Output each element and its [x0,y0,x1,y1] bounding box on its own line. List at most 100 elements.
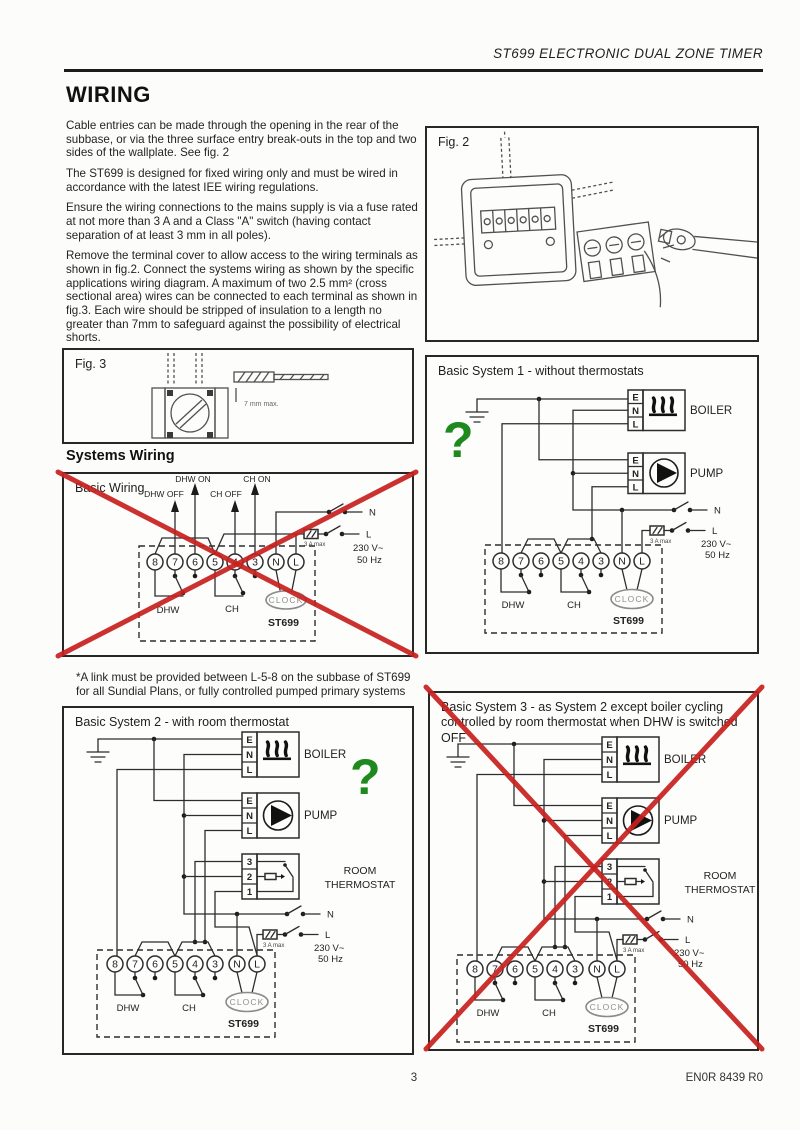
svg-text:L: L [247,765,253,776]
system3-box: Basic System 3 - as System 2 except boil… [428,691,759,1051]
svg-text:L: L [614,964,620,976]
system2-diagram: E N L BOILER E N L [86,731,396,1038]
svg-text:L: L [633,483,639,494]
pump-icon [649,458,679,488]
svg-text:7: 7 [132,959,138,971]
question-mark-icon: ? [350,749,381,805]
intro-paragraphs: Cable entries can be made through the op… [66,119,418,352]
pump-icon [622,805,654,836]
fuse-label: 3 A max [623,948,644,954]
system1-box: Basic System 1 - without thermostats ? E [425,355,759,654]
basic-wiring-box: Basic Wiring DHW OFF DHW ON CH OFF CH ON [62,472,414,657]
clock-label: CLOCK [615,594,650,604]
fuse-label: 3 A max [263,943,284,949]
terminal-row: 8 7 6 5 4 3 N L [146,553,305,571]
mains-l-label: L [325,930,330,941]
frequency-label: 50 Hz [318,954,343,965]
svg-text:N: N [632,469,639,480]
clock-label: CLOCK [590,1002,625,1012]
st699-label: ST699 [228,1018,259,1030]
wires [154,511,330,555]
ch-on-label: CH ON [243,474,270,484]
fig2-box: Fig. 2 [425,126,761,342]
mains-l-label: L [366,530,371,541]
svg-text:3: 3 [247,857,252,868]
room-label: ROOM [704,870,737,882]
svg-text:L: L [254,959,260,971]
svg-text:4: 4 [192,959,198,971]
mains-n-label: N [327,910,334,921]
st699-label: ST699 [588,1023,619,1035]
svg-text:5: 5 [172,959,178,971]
svg-text:3: 3 [607,862,612,873]
fuse-icon: 3 A max [262,929,284,949]
clock-label: CLOCK [269,595,304,605]
svg-text:3: 3 [598,556,604,568]
svg-text:8: 8 [472,964,478,976]
fuse-icon: 3 A max [649,525,671,545]
dhw-label: DHW [157,605,180,616]
clock-label: CLOCK [230,997,265,1007]
pump-label: PUMP [664,815,698,827]
voltage-label: 230 V~ [674,948,705,959]
svg-text:5: 5 [212,557,218,569]
terminal-cross-section [151,353,229,439]
dhw-ch-switches: DHW CH [154,569,258,616]
boiler-label: BOILER [664,754,706,766]
clock-badge: CLOCK ST699 [225,971,269,1030]
system3-diagram: E N L BOILER E N L [446,736,756,1043]
svg-text:L: L [247,826,253,837]
fig3-illustration: 7 mm max. [151,353,329,439]
stripped-wire-sketch: 7 mm max. [233,371,329,408]
svg-text:L: L [293,557,299,569]
wires [97,736,288,957]
ch-label: CH [542,1008,556,1019]
svg-text:6: 6 [538,556,544,568]
mains-switches: N 3 A max L 230 V~ 50 Hz [649,501,732,561]
st699-label: ST699 [268,617,299,629]
fig2-label: Fig. 2 [438,135,470,149]
st699-label: ST699 [613,615,644,627]
frequency-label: 50 Hz [357,555,382,566]
link-humps [494,946,576,962]
footer-page-number: 3 [410,1072,418,1084]
room-thermostat-unit: 3 2 1 ROOM THERMOSTAT [241,853,396,900]
thermostat-label: THERMOSTAT [685,884,756,896]
svg-text:4: 4 [552,964,558,976]
link-humps [520,538,602,554]
boiler-unit: E N L BOILER [241,731,346,778]
svg-text:N: N [618,556,626,568]
program-arrows: DHW OFF DHW ON CH OFF CH ON [144,474,271,555]
flame-icon [623,745,651,766]
thermostat-switch-icon [616,865,654,898]
pump-label: PUMP [690,468,724,480]
pump-label: PUMP [304,810,338,822]
earth-icon [86,738,110,763]
voltage-label: 230 V~ [353,543,384,554]
earth-icon [446,743,470,768]
dhw-label: DHW [477,1008,500,1019]
svg-text:N: N [632,406,639,417]
terminal-detail-sketch [576,221,662,308]
svg-text:E: E [606,801,612,812]
svg-text:N: N [233,959,241,971]
header-rule [64,69,763,72]
question-mark-icon: ? [443,412,474,468]
ch-label: CH [567,600,581,611]
svg-text:3: 3 [572,964,578,976]
system3-title: Basic System 3 - as System 2 except boil… [441,700,738,745]
svg-text:6: 6 [152,959,158,971]
boiler-label: BOILER [690,405,732,417]
pump-unit: E N L PUMP [241,792,338,839]
svg-text:L: L [633,420,639,431]
dhw-ch-switches: DHW CH [474,976,578,1019]
svg-text:N: N [606,816,613,827]
fig3-note: 7 mm max. [244,401,279,408]
svg-text:7: 7 [492,964,498,976]
svg-text:N: N [606,755,613,766]
thermostat-label: THERMOSTAT [325,879,396,891]
voltage-label: 230 V~ [701,539,732,550]
svg-text:2: 2 [247,872,252,883]
subbase-outline [96,949,276,1038]
